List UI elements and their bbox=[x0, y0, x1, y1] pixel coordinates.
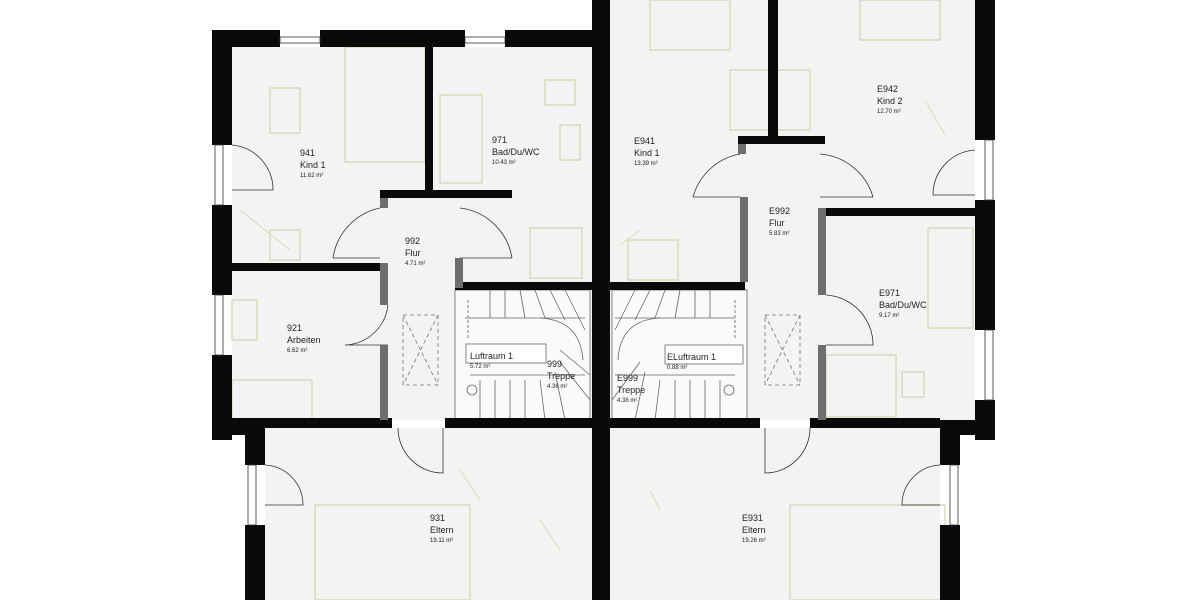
room-e971: E971 Bad/Du/WC 9.17 m² bbox=[879, 288, 927, 319]
room-992: 992 Flur 4.71 m² bbox=[405, 236, 426, 267]
room-e931: E931 Eltern 19.26 m² bbox=[742, 513, 766, 544]
room-e942: E942 Kind 2 12.70 m² bbox=[877, 84, 903, 115]
room-921: 921 Arbeiten 6.62 m² bbox=[287, 323, 321, 354]
label-boxes bbox=[465, 343, 744, 365]
room-e999: E999 Treppe 4.38 m² bbox=[617, 373, 646, 404]
room-e941: E941 Kind 1 13.39 m² bbox=[634, 136, 660, 167]
room-999: 999 Treppe 4.38 m² bbox=[547, 359, 576, 390]
room-luftraum-1: Luftraum 1 5.72 m² bbox=[470, 351, 514, 370]
partitions bbox=[380, 144, 826, 420]
room-931: 931 Eltern 19.11 m² bbox=[430, 513, 454, 544]
room-eluftraum-1: ELuftraum 1 0.88 m² bbox=[667, 352, 717, 371]
room-971: 971 Bad/Du/WC 10.43 m² bbox=[492, 135, 540, 166]
diagonal-lines bbox=[239, 99, 946, 551]
room-941: 941 Kind 1 11.62 m² bbox=[300, 148, 326, 179]
door-swings bbox=[231, 144, 976, 506]
room-e992: E992 Flur 5.83 m² bbox=[769, 206, 791, 237]
windows bbox=[214, 36, 994, 526]
void-markers bbox=[402, 314, 801, 386]
walls bbox=[212, 0, 995, 600]
